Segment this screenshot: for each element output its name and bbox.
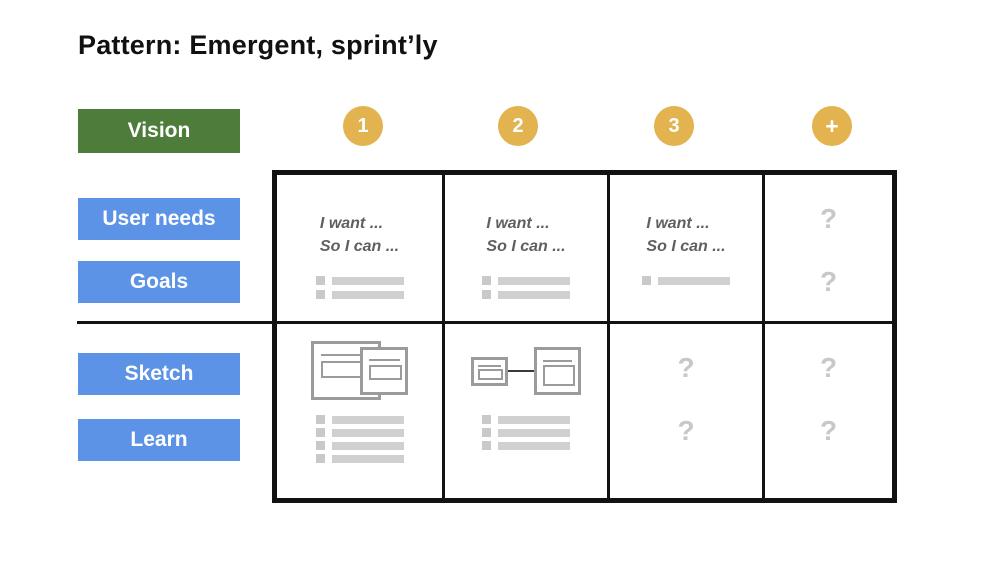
wireframe-screen-small — [471, 356, 508, 386]
goal-list-item — [315, 276, 404, 286]
bullet-square — [315, 441, 325, 450]
learn-list-item — [482, 415, 570, 424]
bullet-square — [315, 276, 325, 286]
column-badge-1: 1 — [343, 106, 383, 146]
flow-connector-line — [508, 370, 534, 372]
column-badge-2: 2 — [498, 106, 538, 146]
cell-sketch-learn-future: ? ? — [765, 324, 892, 498]
learn-list — [482, 415, 570, 450]
bullet-square — [482, 415, 491, 424]
user-story-line2: So I can ... — [646, 238, 726, 256]
wireframe-titlebar-line — [543, 360, 572, 362]
question-mark: ? — [677, 352, 695, 383]
bullet-square — [482, 290, 491, 300]
legend-vision: Vision — [78, 109, 240, 153]
sketch-overlapping-screens — [311, 340, 408, 402]
learn-list — [315, 415, 404, 463]
bullet-square — [482, 428, 491, 437]
wireframe-screen-large — [534, 347, 581, 395]
question-mark: ? — [819, 266, 838, 297]
cell-needs-goals-sprint3: I want ... So I can ... — [610, 175, 765, 324]
learn-list-item — [315, 454, 404, 463]
bullet-bar — [498, 441, 570, 450]
legend-sketch: Sketch — [78, 353, 240, 395]
wireframe-titlebar-line — [478, 364, 501, 367]
goal-list-item — [482, 290, 570, 300]
learn-list-item — [315, 441, 404, 450]
wireframe-content-box — [478, 368, 503, 380]
wireframe-screen-front — [360, 347, 408, 395]
user-story-text: I want ... So I can ... — [486, 212, 565, 258]
bullet-square — [315, 290, 325, 300]
wireframe-titlebar-line — [321, 354, 371, 356]
bullet-bar — [498, 428, 570, 437]
cell-sketch-learn-sprint1 — [277, 324, 445, 498]
bullet-bar — [331, 415, 404, 424]
goal-list-item — [315, 290, 404, 300]
user-story-line1: I want ... — [486, 215, 550, 232]
user-story-text: I want ... So I can ... — [320, 212, 399, 258]
question-mark: ? — [677, 415, 695, 446]
goal-list — [642, 276, 730, 286]
goal-list — [482, 276, 570, 300]
bullet-square — [315, 428, 325, 437]
bullet-bar — [331, 276, 404, 285]
cell-needs-goals-sprint2: I want ... So I can ... — [445, 175, 610, 324]
legend-user-needs: User needs — [78, 198, 240, 240]
question-mark: ? — [819, 352, 838, 383]
learn-list-item — [315, 415, 404, 424]
question-mark: ? — [819, 203, 838, 234]
bullet-bar — [331, 454, 404, 463]
goal-list-item — [642, 276, 730, 286]
bullet-bar — [331, 290, 404, 299]
bullet-square — [642, 276, 651, 286]
question-mark: ? — [819, 415, 838, 446]
bullet-bar — [498, 290, 570, 299]
title-prefix: Pattern: — [78, 30, 190, 60]
column-badge-3: 3 — [654, 106, 694, 146]
row-divider-line — [77, 321, 272, 324]
user-story-line1: I want ... — [319, 215, 384, 232]
user-story-text: I want ... So I can ... — [646, 212, 725, 258]
sketch-linked-screens — [471, 340, 581, 402]
legend-learn: Learn — [78, 419, 240, 461]
title-emphasis: Emergent, sprint’ly — [189, 30, 438, 60]
cell-needs-goals-future: ? ? — [765, 175, 892, 324]
wireframe-content-box — [543, 365, 575, 386]
user-story-line2: So I can ... — [486, 238, 566, 256]
goal-list-item — [482, 276, 570, 286]
wireframe-titlebar-line — [369, 359, 400, 361]
legend-goals: Goals — [78, 261, 240, 303]
bullet-bar — [498, 276, 570, 285]
wireframe-overlap-group — [311, 341, 408, 401]
bullet-bar — [498, 415, 570, 424]
bullet-square — [315, 454, 325, 463]
page-title: Pattern: Emergent, sprint’ly — [78, 30, 438, 61]
cell-sketch-learn-sprint3: ? ? — [610, 324, 765, 498]
bullet-bar — [331, 428, 404, 437]
cell-sketch-learn-sprint2 — [445, 324, 610, 498]
wireframe-flow-group — [471, 347, 581, 395]
goal-list — [315, 276, 404, 300]
wireframe-content-box — [369, 365, 402, 380]
bullet-square — [482, 276, 491, 286]
user-story-line2: So I can ... — [319, 238, 400, 256]
column-badge-plus: + — [812, 106, 852, 146]
learn-list-item — [315, 428, 404, 437]
bullet-square — [315, 415, 325, 424]
user-story-line1: I want ... — [646, 215, 710, 232]
bullet-bar — [331, 441, 404, 450]
story-map-grid: I want ... So I can ... I want ... So I … — [272, 170, 897, 503]
bullet-bar — [658, 276, 730, 285]
cell-needs-goals-sprint1: I want ... So I can ... — [277, 175, 445, 324]
learn-list-item — [482, 441, 570, 450]
learn-list-item — [482, 428, 570, 437]
bullet-square — [482, 441, 491, 450]
